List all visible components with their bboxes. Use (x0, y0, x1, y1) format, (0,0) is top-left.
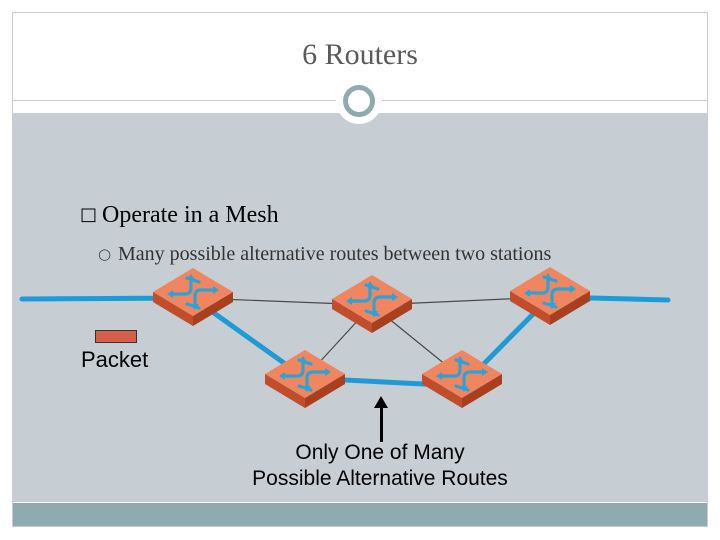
circle-bullet-icon: ○ (98, 245, 112, 263)
arrow-shaft (380, 406, 383, 442)
caption-line-1: Only One of Many (295, 441, 465, 464)
bullet-level1: □Operate in a Mesh (80, 202, 279, 229)
route-caption: Only One of Many Possible Alternative Ro… (220, 440, 540, 492)
bullet-level2-text: Many possible alternative routes between… (118, 243, 552, 265)
slide-title: 6 Routers (302, 38, 418, 71)
router-icon (330, 273, 414, 335)
square-bullet-icon: □ (80, 204, 98, 225)
bullet-level1-text: Operate in a Mesh (102, 202, 279, 228)
footer-bar (13, 503, 707, 526)
packet-label: Packet (81, 347, 149, 372)
title-ring-ornament (336, 78, 382, 124)
packet-icon (95, 330, 137, 343)
ring-inner (343, 85, 375, 117)
arrow-up-icon (374, 396, 388, 408)
slide-frame (12, 12, 708, 527)
bullet-level2: ○ Many possible alternative routes betwe… (98, 240, 578, 268)
router-icon (508, 265, 592, 327)
caption-line-2: Possible Alternative Routes (252, 467, 508, 490)
